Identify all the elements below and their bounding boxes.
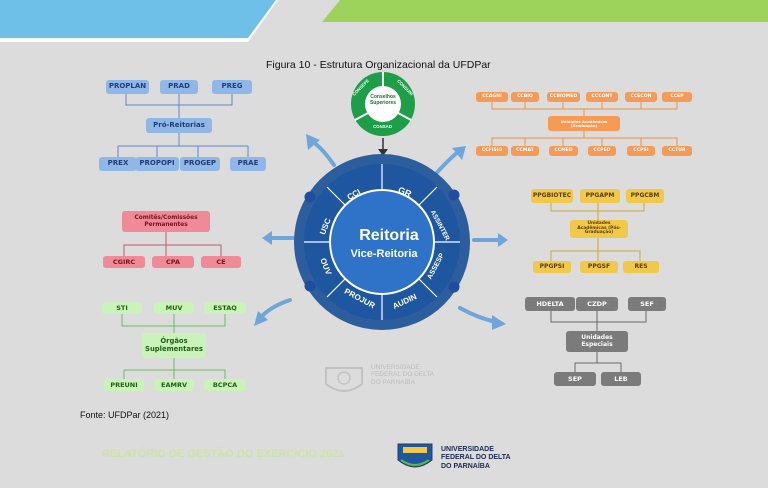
header-decoration: [0, 0, 768, 42]
box-leb: LEB: [601, 372, 641, 386]
vice-reitoria-title: Vice-Reitoria: [350, 248, 418, 260]
box-ppgcbm: PPGCBM: [626, 189, 664, 203]
box-ccmat: CCMAT: [511, 146, 539, 156]
figure-title: Figura 10 - Estrutura Organizacional da …: [266, 59, 491, 71]
box-estaq: ESTAQ: [204, 302, 246, 314]
box-ccped: CCPED: [588, 146, 616, 156]
box-ccep: CCEP: [662, 92, 692, 102]
box-sti: STI: [102, 302, 142, 314]
box-ccagni: CCAGNI: [476, 92, 508, 102]
box-cccont: CCCONT: [586, 92, 618, 102]
box-prae: PRAE: [230, 157, 266, 171]
box-bcpca: BCPCA: [204, 379, 246, 391]
conselhos-wheel: [351, 72, 415, 136]
box-ppgbiotec: PPGBIOTEC: [531, 189, 573, 203]
box-ppgapm: PPGAPM: [580, 189, 620, 203]
box-especiais-label: Unidades Especiais: [566, 331, 628, 352]
watermark-line1: UNIVERSIDADE: [371, 364, 420, 371]
box-res: RES: [623, 261, 659, 273]
box-grad-label: Unidades Acadêmicas (Graduação): [548, 116, 620, 131]
box-cctur: CCTUR: [662, 146, 692, 156]
box-progep: PROGEP: [180, 157, 220, 171]
box-sep: SEP: [554, 372, 596, 386]
box-propopi: PROPOPI: [135, 157, 179, 171]
box-cpa: CPA: [152, 256, 194, 268]
watermark-line3: DO PARNAÍBA: [371, 378, 415, 386]
box-prad: PRAD: [160, 80, 198, 94]
watermark-line2: FEDERAL DO DELTA: [371, 371, 435, 379]
box-proplan: PROPLAN: [106, 80, 149, 94]
box-ccbiomed: CCBIOMED: [547, 92, 580, 102]
footer-report-title: RELATÓRIO DE GESTÃO DO EXERCÍCIO 2021: [102, 448, 345, 460]
box-ccecon: CCECON: [625, 92, 657, 102]
reitoria-title: Reitoria: [359, 227, 419, 244]
box-ppgsf: PPGSF: [580, 261, 618, 273]
university-line2: FEDERAL DO DELTA: [441, 454, 511, 462]
conselhos-center-label: Conselhos Superiores: [369, 94, 397, 106]
box-ccbio: CCBIO: [511, 92, 539, 102]
university-line3: DO PARNAÍBA: [441, 462, 490, 470]
university-logo: [397, 443, 433, 468]
conselhos-consad: CONSAD: [373, 124, 393, 129]
box-muv: MUV: [154, 302, 194, 314]
box-sef: SEF: [628, 297, 666, 311]
box-ppgpsi: PPGPSI: [533, 261, 571, 273]
box-ccmed: CCMED: [549, 146, 578, 156]
box-prex: PREX: [99, 157, 137, 171]
box-cgirc: CGIRC: [103, 256, 145, 268]
box-ccpsi: CCPSI: [627, 146, 655, 156]
watermark-emblem: [325, 367, 363, 392]
box-czdp: CZDP: [576, 297, 618, 311]
box-pos-label: Unidades Acadêmicas (Pós-Graduação): [570, 220, 628, 238]
box-ccfisio: CCFISIO: [476, 146, 508, 156]
box-ce: CE: [201, 256, 241, 268]
box-pro-reitorias: Pró-Reitorias: [146, 118, 212, 133]
box-preg: PREG: [212, 80, 252, 94]
source-note: Fonte: UFDPar (2021): [80, 410, 170, 420]
university-line1: UNIVERSIDADE: [441, 446, 494, 453]
box-preuni: PREUNI: [104, 379, 144, 391]
box-orgaos: Órgãos Suplementares: [142, 333, 206, 358]
university-name: UNIVERSIDADE FEDERAL DO DELTA DO PARNAÍB…: [441, 446, 511, 471]
watermark-text: UNIVERSIDADE FEDERAL DO DELTA DO PARNAÍB…: [371, 364, 434, 386]
box-eamrv: EAMRV: [154, 379, 194, 391]
box-hdelta: HDELTA: [525, 297, 575, 311]
box-comites: Comitês/Comissões Permanentes: [122, 211, 210, 232]
reitoria-wheel: [294, 154, 470, 330]
